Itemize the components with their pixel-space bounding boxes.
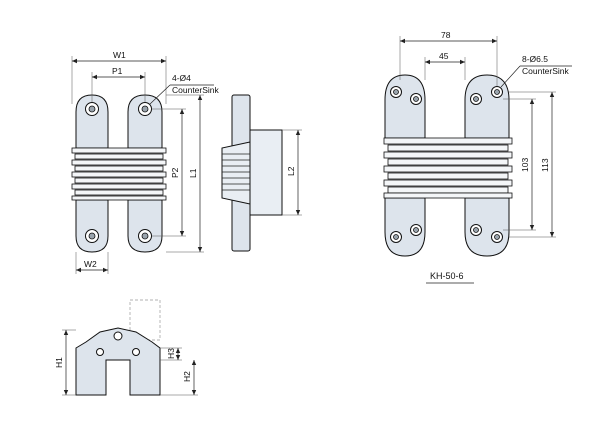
dim-hole-pitch: 103 [520, 158, 530, 172]
front-right-leaf [127, 94, 163, 149]
bottom-pin-top [113, 331, 123, 341]
side-body [249, 129, 283, 216]
model-left-leaf [384, 74, 426, 139]
model-caption: KH-50-6 [430, 271, 464, 281]
dim-h2: H2 [182, 371, 192, 382]
model-right-leaf [464, 74, 510, 139]
model-view: 78 45 8-Ø6.5 CounterSink 103 113 KH-50-6 [383, 30, 572, 284]
front-right-leaf-lower [127, 199, 163, 253]
bottom-body [75, 327, 161, 396]
dim-w2: W2 [84, 259, 97, 269]
bottom-pin-right [132, 348, 140, 356]
dim-countersink-front: CounterSink [172, 85, 220, 95]
front-view: W1 P1 4-Ø4 CounterSink P2 L1 W2 [71, 50, 220, 274]
dim-l1: L1 [188, 168, 198, 178]
dim-center-distance: 45 [439, 51, 449, 61]
front-left-leaf [75, 94, 109, 149]
model-mechanism [383, 137, 513, 199]
side-fins [222, 153, 250, 191]
dim-l2: L2 [286, 166, 296, 176]
side-body-tip [221, 141, 251, 205]
side-view: L2 [221, 94, 302, 252]
bottom-view: H1 H3 H2 [54, 299, 198, 396]
dim-h3: H3 [166, 348, 176, 359]
dim-p2: P2 [170, 167, 180, 178]
dim-holes-front: 4-Ø4 [172, 73, 191, 83]
dim-h1: H1 [54, 357, 64, 368]
bottom-pin-left [96, 348, 104, 356]
dim-w1: W1 [113, 50, 126, 60]
dim-holes-model: 8-Ø6.5 [522, 54, 548, 64]
dim-overall-width: 78 [441, 30, 451, 40]
front-left-leaf-lower [75, 199, 109, 253]
dim-countersink-model: CounterSink [522, 66, 570, 76]
front-mechanism [71, 147, 167, 201]
dim-p1: P1 [112, 66, 123, 76]
dim-overall-length: 113 [540, 158, 550, 172]
